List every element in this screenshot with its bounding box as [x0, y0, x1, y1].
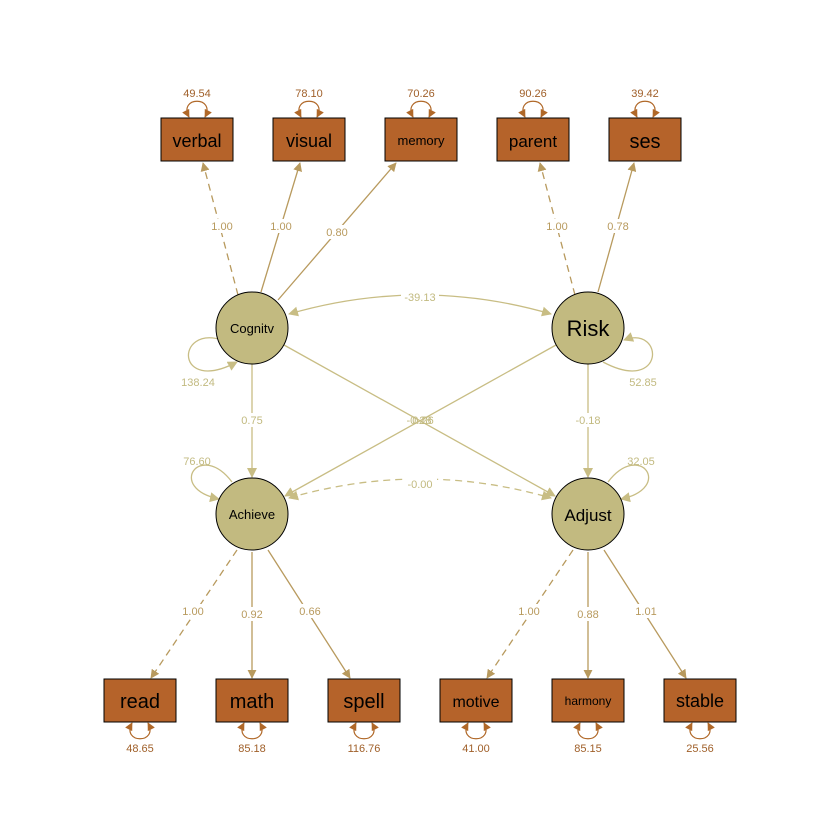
var-loop-spell — [349, 722, 379, 740]
node-risk: Risk — [551, 291, 625, 365]
node-stable: stable — [663, 678, 737, 723]
label-var-spell: 116.76 — [348, 743, 381, 755]
node-risk-label: Risk — [567, 316, 611, 341]
node-parent: parent — [496, 117, 570, 162]
var-loop-ses — [630, 100, 660, 118]
node-cognitv: Cognitv — [215, 291, 289, 365]
label-achieve-math: 0.92 — [241, 609, 262, 621]
var-loop-verbal — [182, 100, 212, 118]
label-cognitv-memory: 0.80 — [326, 227, 347, 239]
edge-risk-achieve — [284, 344, 557, 497]
var-loop-harmony — [573, 722, 603, 740]
node-visual-label: visual — [286, 131, 332, 151]
label-var-math: 85.18 — [238, 743, 266, 755]
var-loop-risk — [602, 332, 654, 372]
var-loop-visual — [294, 100, 324, 118]
label-var-parent: 90.26 — [519, 88, 547, 100]
node-achieve-label: Achieve — [229, 507, 275, 522]
label-var-verbal: 49.54 — [183, 88, 211, 100]
label-var-memory: 70.26 — [407, 88, 435, 100]
node-achieve: Achieve — [215, 477, 289, 551]
label-cognitv-achieve: 0.75 — [241, 415, 262, 427]
node-spell-label: spell — [343, 691, 384, 713]
var-loop-memory — [406, 100, 436, 118]
var-loop-parent — [518, 100, 548, 118]
manifest-nodes-top: verbal visual memory parent ses — [160, 117, 682, 162]
node-stable-label: stable — [676, 691, 724, 711]
node-ses-label: ses — [629, 131, 660, 153]
var-loop-motive — [461, 722, 491, 740]
label-var-read: 48.65 — [126, 743, 154, 755]
manifest-nodes-bottom: read math spell motive harmony stable — [103, 678, 737, 723]
node-math: math — [215, 678, 289, 723]
label-cognitv-verbal: 1.00 — [211, 221, 232, 233]
manifest-variance-loops-bottom — [125, 722, 715, 740]
node-verbal-label: verbal — [172, 131, 221, 151]
label-adjust-harmony: 0.88 — [577, 609, 598, 621]
label-achieve-read: 1.00 — [182, 606, 203, 618]
node-motive-label: motive — [452, 694, 499, 711]
edge-cognitv-verbal — [200, 162, 239, 296]
node-harmony: harmony — [551, 678, 625, 723]
label-risk-parent: 1.00 — [546, 221, 567, 233]
label-cognitv-adjust: 0.26 — [412, 415, 433, 427]
label-var-cognitv: 138.24 — [181, 377, 215, 389]
edge-labels: 1.00 1.00 0.80 1.00 0.78 1.00 0.92 0.66 … — [126, 88, 714, 755]
node-ses: ses — [608, 117, 682, 162]
label-var-motive: 41.00 — [462, 743, 490, 755]
label-adjust-stable: 1.01 — [635, 606, 656, 618]
var-loop-achieve — [190, 464, 233, 503]
node-read: read — [103, 678, 177, 723]
label-achieve-spell: 0.66 — [299, 606, 320, 618]
label-cognitv-visual: 1.00 — [270, 221, 291, 233]
label-var-adjust: 32.05 — [627, 456, 655, 468]
node-memory: memory — [384, 117, 458, 162]
label-achieve-adjust-cov: -0.00 — [407, 479, 432, 491]
label-risk-ses: 0.78 — [607, 221, 628, 233]
manifest-variance-loops-top — [182, 100, 660, 118]
node-read-label: read — [120, 691, 160, 713]
var-loop-read — [125, 722, 155, 740]
node-adjust: Adjust — [551, 477, 625, 551]
node-parent-label: parent — [509, 132, 557, 151]
var-loop-adjust — [607, 464, 650, 503]
label-risk-adjust: -0.18 — [575, 415, 600, 427]
node-spell: spell — [327, 678, 401, 723]
node-adjust-label: Adjust — [564, 506, 612, 525]
latent-nodes: Cognitv Risk Achieve Adjust — [215, 291, 625, 551]
label-adjust-motive: 1.00 — [518, 606, 539, 618]
label-var-ses: 39.42 — [631, 88, 659, 100]
label-var-stable: 25.56 — [686, 743, 714, 755]
structural-edges — [247, 294, 593, 501]
label-cognitv-risk-cov: -39.13 — [404, 292, 435, 304]
var-loop-cognitv — [187, 337, 238, 372]
node-math-label: math — [230, 691, 274, 713]
var-loop-stable — [685, 722, 715, 740]
label-var-visual: 78.10 — [295, 88, 323, 100]
node-motive: motive — [439, 678, 513, 723]
label-var-risk: 52.85 — [629, 377, 657, 389]
node-memory-label: memory — [398, 133, 445, 148]
node-visual: visual — [272, 117, 346, 162]
var-loop-math — [237, 722, 267, 740]
latent-variance-loops — [187, 332, 654, 503]
label-var-harmony: 85.15 — [574, 743, 602, 755]
node-verbal: verbal — [160, 117, 234, 162]
node-harmony-label: harmony — [565, 694, 612, 708]
label-var-achieve: 76.60 — [183, 456, 211, 468]
edge-risk-parent — [537, 162, 576, 296]
label-risk-achieve: -0.28 — [406, 415, 431, 427]
node-cognitv-label: Cognitv — [230, 321, 275, 336]
